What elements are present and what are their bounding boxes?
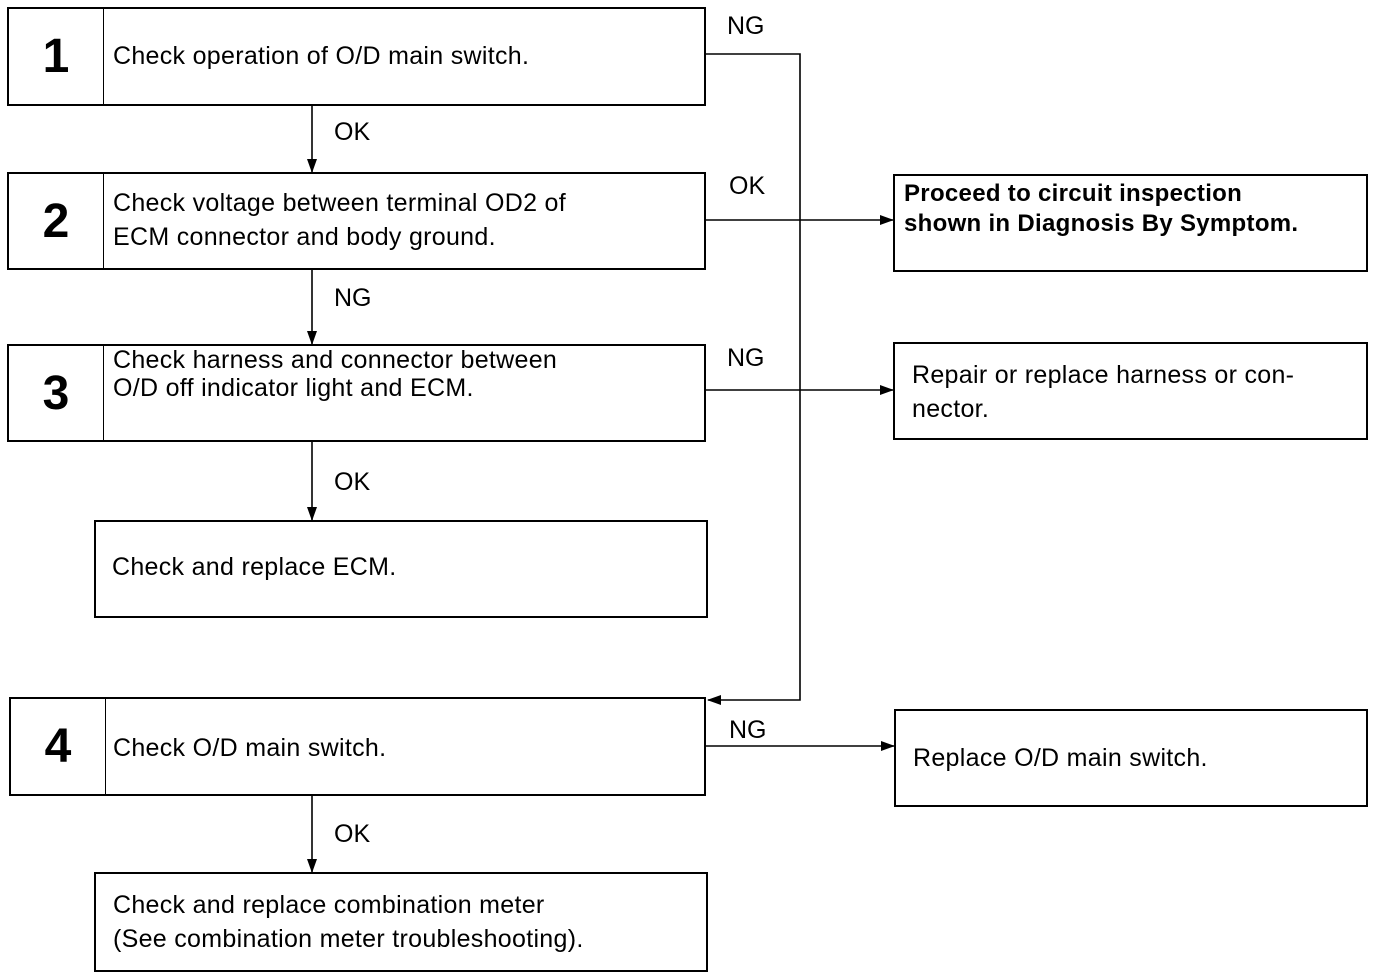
label-ok-3-down: OK — [334, 468, 371, 496]
repair-harness-box: Repair or replace harness or con- nector… — [893, 342, 1368, 440]
label-ng-3-right: NG — [727, 344, 765, 372]
step-4-text: Check O/D main switch. — [113, 734, 387, 762]
step-1-box: 1 Check operation of O/D main switch. — [7, 7, 706, 106]
label-ng-1-to-4: NG — [727, 12, 765, 40]
step-1-number: 1 — [9, 9, 104, 104]
repair-harness-text: Repair or replace harness or con- nector… — [912, 361, 1295, 423]
replace-meter-box: Check and replace combination meter (See… — [94, 872, 708, 972]
step-2-number: 2 — [9, 174, 104, 268]
replace-switch-box: Replace O/D main switch. — [894, 709, 1368, 807]
circuit-inspection-text: Proceed to circuit inspection shown in D… — [904, 180, 1299, 237]
label-ok-2-right: OK — [729, 172, 766, 200]
step-2-text: Check voltage between terminal OD2 of EC… — [113, 189, 566, 251]
step-4-number: 4 — [11, 699, 106, 794]
step-1-text: Check operation of O/D main switch. — [113, 42, 530, 70]
label-ng-2-to-3: NG — [334, 284, 372, 312]
label-ok-1-to-2: OK — [334, 118, 371, 146]
arrow-1-ng-to-4 — [706, 53, 801, 705]
circuit-inspection-box: Proceed to circuit inspection shown in D… — [893, 174, 1368, 272]
step-3-text: Check harness and connector between O/D … — [113, 346, 558, 402]
label-ok-4-down: OK — [334, 820, 371, 848]
step-3-box: 3 Check harness and connector between O/… — [7, 344, 706, 442]
replace-ecm-box: Check and replace ECM. — [94, 520, 708, 618]
step-4-box: 4 Check O/D main switch. — [9, 697, 706, 796]
step-3-number: 3 — [9, 346, 104, 440]
replace-meter-text: Check and replace combination meter (See… — [113, 891, 584, 953]
replace-switch-text: Replace O/D main switch. — [913, 744, 1208, 772]
replace-ecm-text: Check and replace ECM. — [112, 553, 397, 581]
label-ng-4-right: NG — [729, 716, 767, 744]
step-2-box: 2 Check voltage between terminal OD2 of … — [7, 172, 706, 270]
